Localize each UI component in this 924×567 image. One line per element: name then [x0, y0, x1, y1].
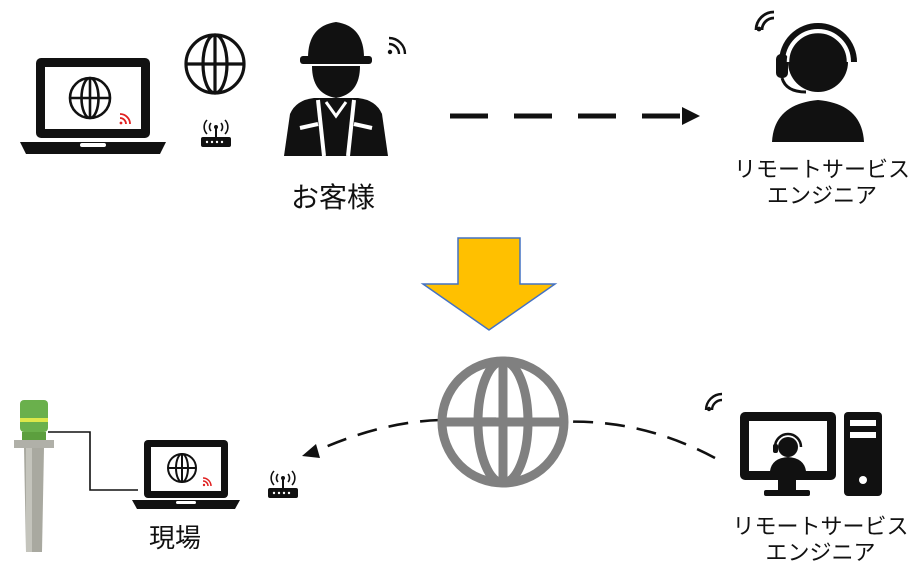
desktop-computer-icon	[740, 412, 882, 496]
remote-engineer-label-bottom-line2: エンジニア	[765, 541, 876, 566]
laptop-icon-top	[20, 58, 166, 154]
wifi-icon-red	[119, 113, 131, 125]
remote-engineer-label-top: リモートサービス エンジニア	[720, 158, 924, 210]
radar-level-sensor	[14, 400, 54, 552]
wifi-icon-operator-top	[754, 10, 775, 32]
dashed-arrow-top	[450, 107, 700, 125]
remote-engineer-label-top-line1: リモートサービス	[733, 158, 910, 183]
remote-engineer-label-bottom-line1: リモートサービス	[732, 515, 909, 540]
worker-icon	[284, 22, 388, 157]
wifi-icon-worker	[387, 36, 407, 55]
wifi-icon-desktop	[704, 392, 723, 412]
headset-operator-icon-top	[772, 23, 864, 142]
router-icon-bottom	[268, 470, 298, 498]
dashed-arrow-head	[302, 444, 320, 458]
customer-label: お客様	[290, 181, 375, 214]
laptop-icon-bottom	[132, 440, 240, 509]
connection-cable	[48, 431, 138, 491]
remote-engineer-label-bottom: リモートサービス エンジニア	[717, 515, 924, 567]
globe-icon-small	[68, 76, 112, 120]
site-label: 現場	[148, 524, 201, 554]
globe-icon-top	[184, 33, 246, 95]
remote-engineer-label-top-line2: エンジニア	[766, 184, 877, 209]
router-icon-top	[201, 119, 231, 147]
down-arrow	[420, 237, 558, 331]
globe-icon-large	[437, 356, 569, 488]
